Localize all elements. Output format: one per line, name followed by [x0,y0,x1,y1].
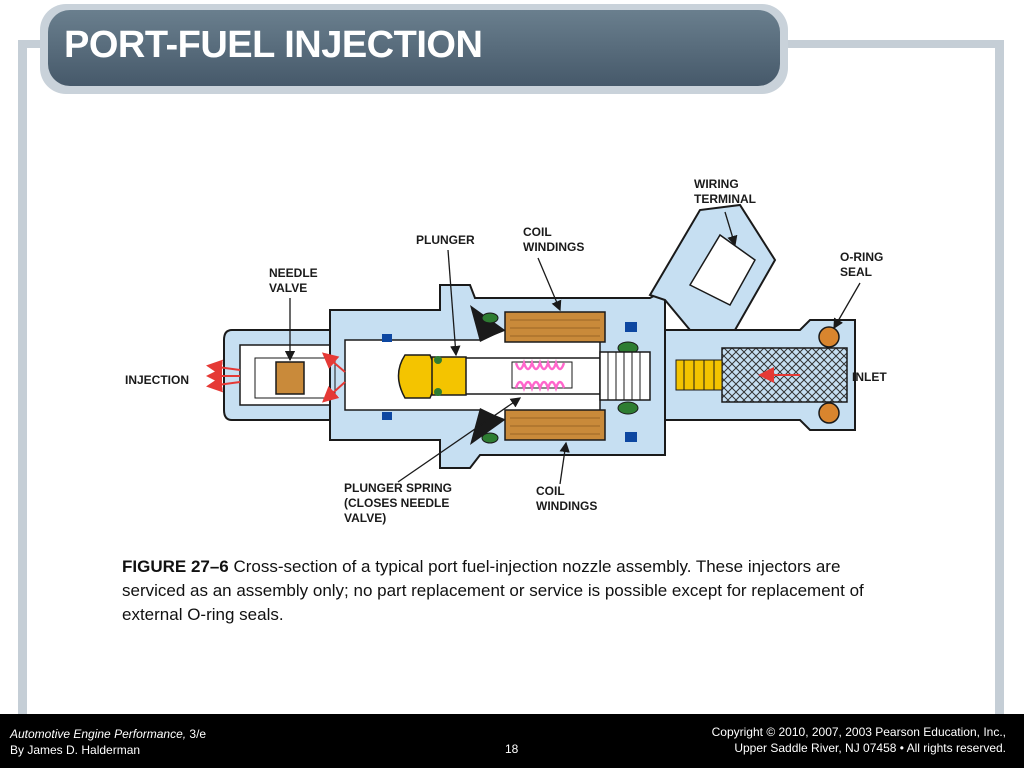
needle-ball [397,354,436,399]
page-number: 18 [505,742,519,756]
book-edition: 3/e [186,727,207,741]
o-ring-bottom [818,402,840,424]
book-title: Automotive Engine Performance, [10,727,187,741]
book-author: By James D. Halderman [10,743,141,757]
label-needle-valve: NEEDLE VALVE [269,266,321,295]
label-o-ring-seal: O-RING SEAL [840,250,887,279]
label-plunger-spring: PLUNGER SPRING (CLOSES NEEDLE VALVE) [344,481,455,525]
footer-copyright: Copyright © 2010, 2007, 2003 Pearson Edu… [712,724,1006,756]
label-wiring-terminal: WIRING TERMINAL [694,177,756,206]
label-injection: INJECTION [125,373,189,387]
coil-winding-top [504,311,606,343]
blue-seal [382,334,392,342]
slide-frame-left [18,40,27,720]
coil-winding-bottom [504,409,606,441]
label-coil-windings-top: COIL WINDINGS [523,225,584,254]
copyright-line-1: Copyright © 2010, 2007, 2003 Pearson Edu… [711,725,1006,739]
green-seal [481,312,499,324]
figure-number: FIGURE 27–6 [122,557,229,576]
caption-text: Cross-section of a typical port fuel-inj… [122,557,864,624]
title-bar: PORT-FUEL INJECTION [48,10,780,86]
copyright-line-2: Upper Saddle River, NJ 07458 • All right… [734,741,1006,755]
label-inlet: INLET [852,370,887,384]
label-coil-windings-bottom: COIL WINDINGS [536,484,597,513]
o-ring-top [818,326,840,348]
plunger-spring [514,359,566,392]
slide-title: PORT-FUEL INJECTION [64,24,483,66]
slide-frame-right [995,40,1004,720]
footer-bar: Automotive Engine Performance, 3/e By Ja… [0,714,1024,768]
footer-book-info: Automotive Engine Performance, 3/e By Ja… [10,726,206,758]
figure-caption: FIGURE 27–6 Cross-section of a typical p… [122,555,892,627]
fuel-flow-arrows [206,352,800,403]
needle-valve-body [275,361,305,395]
label-plunger: PLUNGER [416,233,475,247]
